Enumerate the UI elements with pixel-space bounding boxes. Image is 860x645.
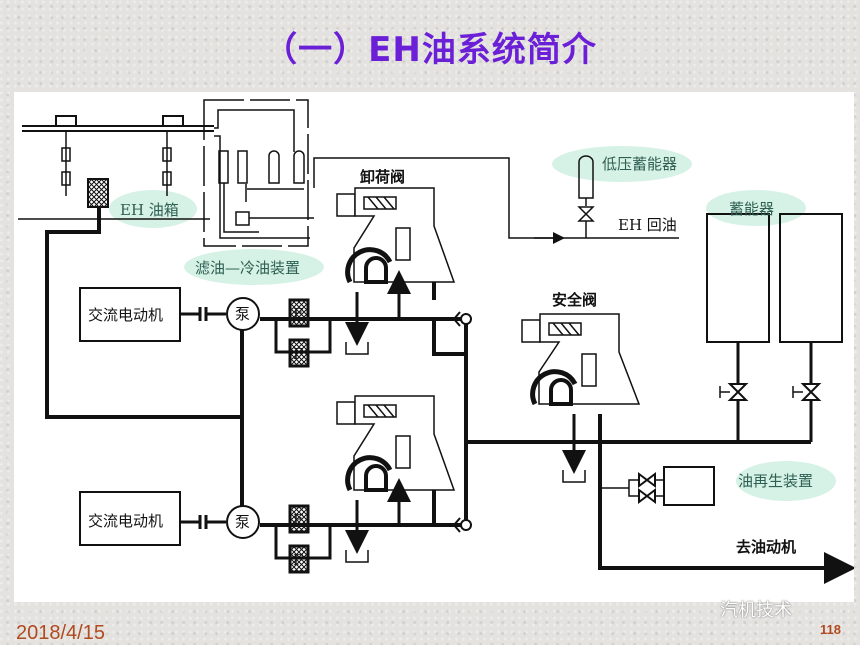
slide-date: 2018/4/15: [16, 622, 105, 644]
eh-tank-icon: [87, 178, 109, 208]
pump-1-label: 泵: [235, 305, 250, 323]
accumulator-label: 蓄能器: [729, 200, 774, 218]
slide-title: （一）EH油系统简介: [263, 30, 597, 70]
filter-cooler-unit: [203, 99, 314, 247]
safety-valve: [521, 313, 641, 406]
tank-outlet-pipe: [45, 207, 242, 419]
lp-accumulator-highlight: [552, 146, 692, 182]
pump-2-label: 泵: [235, 513, 250, 531]
regeneration-highlight: [736, 461, 836, 501]
filter-label-1: F: [293, 305, 303, 323]
ac-motor-2: [79, 491, 181, 546]
ac-motor-1-label: 交流电动机: [88, 306, 163, 324]
ac-motor-2-label: 交流电动机: [88, 512, 163, 530]
return-pipe: [313, 157, 679, 239]
eh-oil-system-diagram: F F F F: [18, 99, 854, 584]
unloading-valve-2: [336, 395, 456, 492]
filter-group-2: [274, 504, 332, 574]
filter-label-4: F: [293, 551, 303, 569]
filter-label-2: F: [293, 345, 303, 363]
filter-cooler-highlight: [184, 249, 324, 285]
oil-regeneration-label: 油再生装置: [738, 472, 813, 490]
accumulators: [706, 213, 843, 442]
eh-return-label: EH 回油: [618, 216, 677, 234]
ac-motor-1: [79, 287, 181, 342]
couplings: [180, 307, 226, 529]
oil-regeneration-unit: [600, 466, 715, 506]
check-valves: [452, 311, 472, 533]
to-actuator-label: 去油动机: [736, 538, 796, 556]
filter-cooler-label: 滤油—冷油装置: [195, 259, 300, 277]
pump-2: [226, 505, 260, 539]
filter-group-1: [274, 298, 332, 368]
drains: [345, 270, 586, 563]
unloading-valve-1: [336, 187, 456, 284]
watermark: 汽机技术: [720, 600, 792, 621]
safety-valve-label: 安全阀: [552, 291, 597, 309]
pump-1: [226, 297, 260, 331]
lp-accumulator-label: 低压蓄能器: [602, 155, 677, 173]
page-number: 118: [820, 622, 841, 637]
unloading-valve-label: 卸荷阀: [360, 168, 405, 186]
diagram-canvas: F F F F: [14, 92, 854, 602]
eh-tank-label: EH 油箱: [120, 201, 179, 219]
filter-label-3: F: [293, 511, 303, 529]
lp-accumulator-icon: [577, 155, 595, 238]
top-pipe: [18, 115, 214, 220]
